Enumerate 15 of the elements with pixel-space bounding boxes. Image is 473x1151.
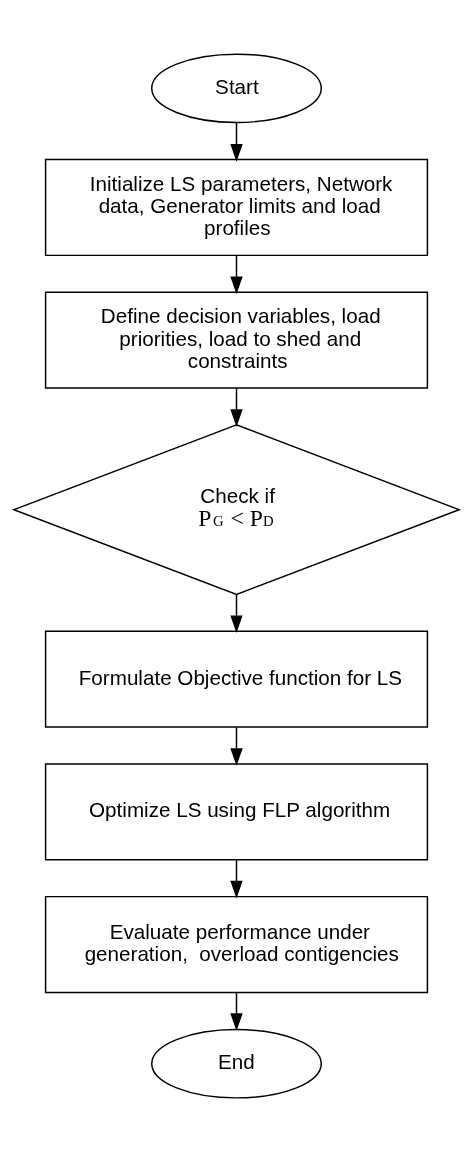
arrow <box>230 387 243 427</box>
arrow <box>230 121 243 162</box>
node-box: Define decision variables, load priorities, load to shed and constraints <box>44 291 429 389</box>
node-box: Initialize LS parameters, Network data, Generator limits and load profiles <box>44 158 429 256</box>
arrow <box>230 593 243 633</box>
node-box: Formulate Objective function for LS <box>44 630 429 728</box>
arrow <box>230 726 243 766</box>
node-ellipse: End <box>151 1028 322 1099</box>
node-diamond: Check if PG < PD <box>11 423 462 595</box>
arrow <box>230 254 243 294</box>
arrow <box>230 858 243 899</box>
node-box: Evaluate performance under generation, overload contigencies <box>44 895 429 993</box>
arrow <box>230 991 243 1031</box>
node-ellipse: Start <box>151 52 322 123</box>
node-box: Optimize LS using FLP algorithm <box>44 762 429 860</box>
